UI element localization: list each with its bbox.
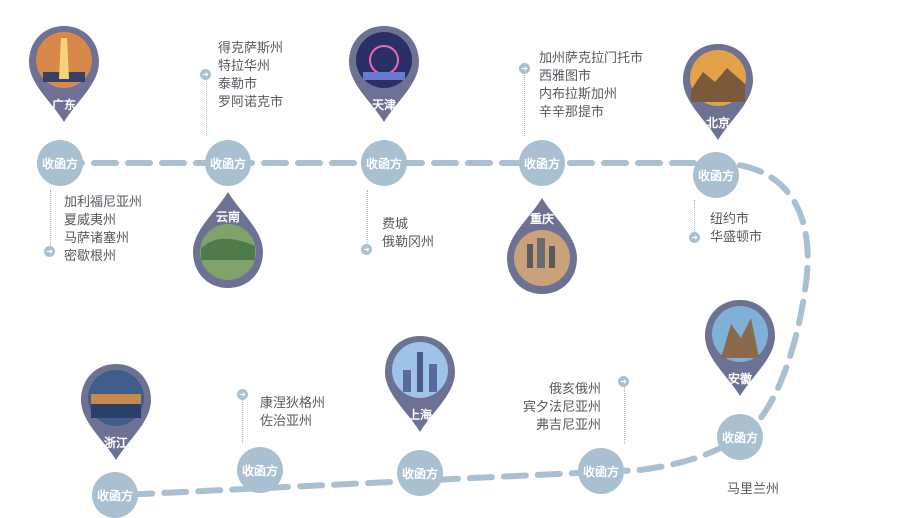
state-item: 特拉华州: [218, 59, 271, 74]
connector-line: [367, 190, 368, 248]
arrow-icon: ➜: [237, 389, 248, 400]
state-item: 费城: [382, 217, 409, 232]
state-item: 罗阿诺克市: [218, 95, 284, 110]
state-item: 弗吉尼亚州: [535, 418, 601, 433]
state-item: 俄勒冈州: [382, 235, 435, 250]
state-item: 马萨诸塞州: [64, 231, 130, 246]
state-item: 泰勒市: [218, 77, 258, 92]
node-receiver[interactable]: 收函方: [361, 140, 407, 186]
state-item: 西雅图市: [539, 69, 592, 84]
pin-beijing: 北京: [679, 42, 757, 142]
states-list-anhui: 马里兰州: [727, 481, 779, 499]
pin-label: 重庆: [529, 212, 554, 226]
connector-line: [624, 380, 625, 444]
state-item: 加利福尼亚州: [64, 195, 143, 210]
node-receiver[interactable]: 收函方: [237, 447, 283, 493]
states-list-shanghai: 俄亥俄州 宾夕法尼亚州 弗吉尼亚州: [512, 381, 601, 435]
states-list-zhejiang: 康涅狄格州 佐治亚州: [260, 395, 325, 431]
node-receiver[interactable]: 收函方: [717, 414, 763, 460]
arrow-icon: ➜: [200, 69, 211, 80]
state-item: 夏威夷州: [64, 213, 117, 228]
state-item: 密歇根州: [64, 249, 117, 264]
pin-label: 天津: [371, 98, 396, 112]
connector-line: [50, 190, 51, 250]
state-item: 康涅狄格州: [260, 396, 326, 411]
node-receiver[interactable]: 收函方: [519, 140, 565, 186]
states-list-tianjin: 费城 俄勒冈州: [382, 216, 434, 252]
state-item: 加州萨克拉门托市: [539, 51, 644, 66]
node-receiver[interactable]: 收函方: [578, 448, 624, 494]
state-item: 华盛顿市: [710, 230, 763, 245]
pin-anhui: 安徽: [701, 298, 779, 398]
connector-line: [206, 70, 207, 136]
arrow-icon: ➜: [519, 63, 530, 74]
connector-line: [524, 70, 525, 136]
pin-label: 北京: [705, 116, 730, 130]
arrow-icon: ➜: [689, 232, 700, 243]
pin-label: 上海: [407, 408, 432, 422]
state-item: 得克萨斯州: [218, 41, 284, 56]
state-item: 佐治亚州: [260, 414, 313, 429]
pin-label: 安徽: [727, 372, 752, 386]
arrow-icon: ➜: [44, 246, 55, 257]
pin-chongqing: 重庆: [503, 196, 581, 296]
connector-line: [694, 200, 695, 236]
node-receiver[interactable]: 收函方: [693, 152, 739, 198]
state-item: 宾夕法尼亚州: [522, 400, 601, 415]
state-item: 马里兰州: [727, 482, 780, 497]
pin-guangdong: 广东: [25, 24, 103, 124]
pin-label: 广东: [51, 98, 76, 112]
route-path: [57, 160, 811, 498]
pin-zhejiang: 浙江: [77, 362, 155, 462]
states-list-beijing: 纽约市 华盛顿市: [710, 211, 762, 247]
pin-tianjin: 天津: [345, 24, 423, 124]
connector-line: [242, 393, 243, 443]
states-list-guangdong: 加利福尼亚州 夏威夷州 马萨诸塞州 密歇根州: [64, 194, 142, 266]
state-item: 内布拉斯加州: [539, 87, 618, 102]
arrow-icon: ➜: [618, 376, 629, 387]
node-receiver[interactable]: 收函方: [397, 450, 443, 496]
node-receiver[interactable]: 收函方: [92, 472, 138, 518]
node-receiver[interactable]: 收函方: [205, 140, 251, 186]
states-list-chongqing: 加州萨克拉门托市 西雅图市 内布拉斯加州 辛辛那提市: [539, 50, 643, 122]
pin-shanghai: 上海: [381, 334, 459, 434]
node-receiver[interactable]: 收函方: [37, 140, 83, 186]
arrow-icon: ➜: [361, 244, 372, 255]
pin-label: 浙江: [103, 436, 128, 450]
state-item: 俄亥俄州: [548, 382, 601, 397]
pin-yunnan: 云南: [189, 190, 267, 290]
state-item: 辛辛那提市: [539, 105, 605, 120]
pin-label: 云南: [215, 210, 240, 224]
states-list-yunnan: 得克萨斯州 特拉华州 泰勒市 罗阿诺克市: [218, 40, 283, 112]
state-item: 纽约市: [710, 212, 750, 227]
